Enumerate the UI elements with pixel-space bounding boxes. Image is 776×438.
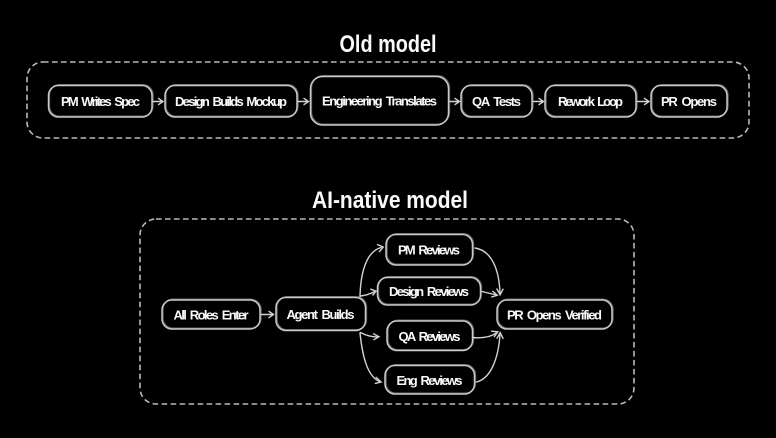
svg-text:PM Reviews: PM Reviews [398,243,460,258]
svg-text:QA Tests: QA Tests [472,94,521,109]
svg-text:Design Reviews: Design Reviews [389,284,469,299]
svg-text:PR Opens: PR Opens [661,94,717,109]
svg-text:Agent Builds: Agent Builds [287,307,355,322]
svg-text:All Roles Enter: All Roles Enter [174,308,249,323]
svg-text:PR Opens Verified: PR Opens Verified [507,308,602,323]
svg-text:QA Reviews: QA Reviews [399,329,461,344]
svg-text:PM Writes Spec: PM Writes Spec [61,94,140,109]
svg-text:Engineering Translates: Engineering Translates [322,94,437,109]
svg-text:Rework Loop: Rework Loop [558,94,623,109]
svg-text:Eng Reviews: Eng Reviews [397,373,463,388]
svg-text:AI-native model: AI-native model [312,187,468,214]
svg-text:Design Builds Mockup: Design Builds Mockup [175,94,287,109]
svg-text:Old model: Old model [340,31,437,58]
